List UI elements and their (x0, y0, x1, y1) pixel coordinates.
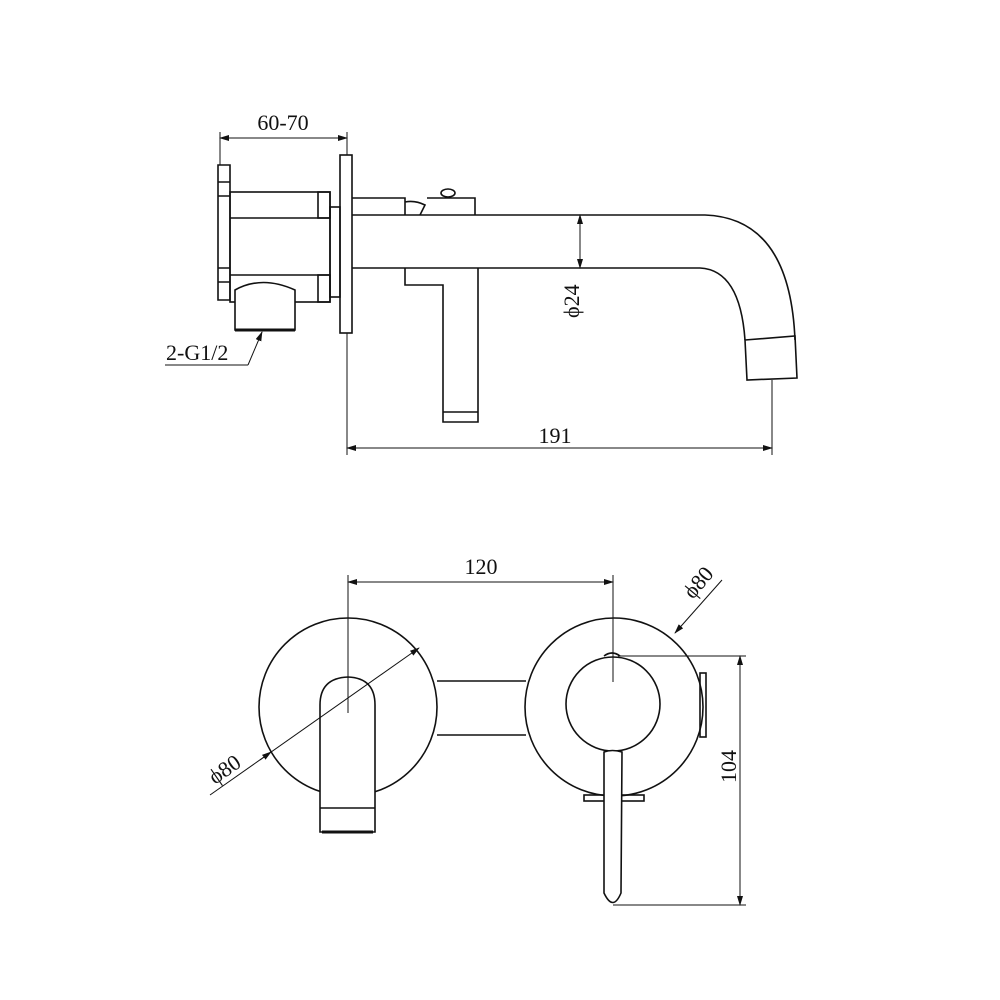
side-view: 60-70 ϕ24 191 2-G1/2 (165, 110, 798, 455)
left-plate-diameter-label: ϕ80 (204, 749, 246, 789)
handle-height-label: 104 (716, 750, 741, 783)
pipe-diameter-label: ϕ24 (559, 284, 584, 318)
back-cap (217, 164, 231, 301)
handle-lever (404, 268, 479, 423)
centers-label: 120 (465, 554, 498, 579)
wall-plate (339, 154, 353, 334)
right-plate-diameter-label: ϕ80 (678, 561, 719, 603)
spout-pipe (352, 214, 796, 341)
front-view: 120 ϕ80 ϕ80 104 (204, 554, 746, 906)
inlet-label: 2-G1/2 (166, 340, 228, 365)
depth-dimension: 60-70 (219, 110, 348, 165)
projection-label: 191 (539, 423, 572, 448)
inlet-fitting (234, 281, 296, 331)
depth-label: 60-70 (257, 110, 308, 135)
spout-outlet (744, 335, 798, 381)
handle-lever-front (603, 749, 623, 904)
